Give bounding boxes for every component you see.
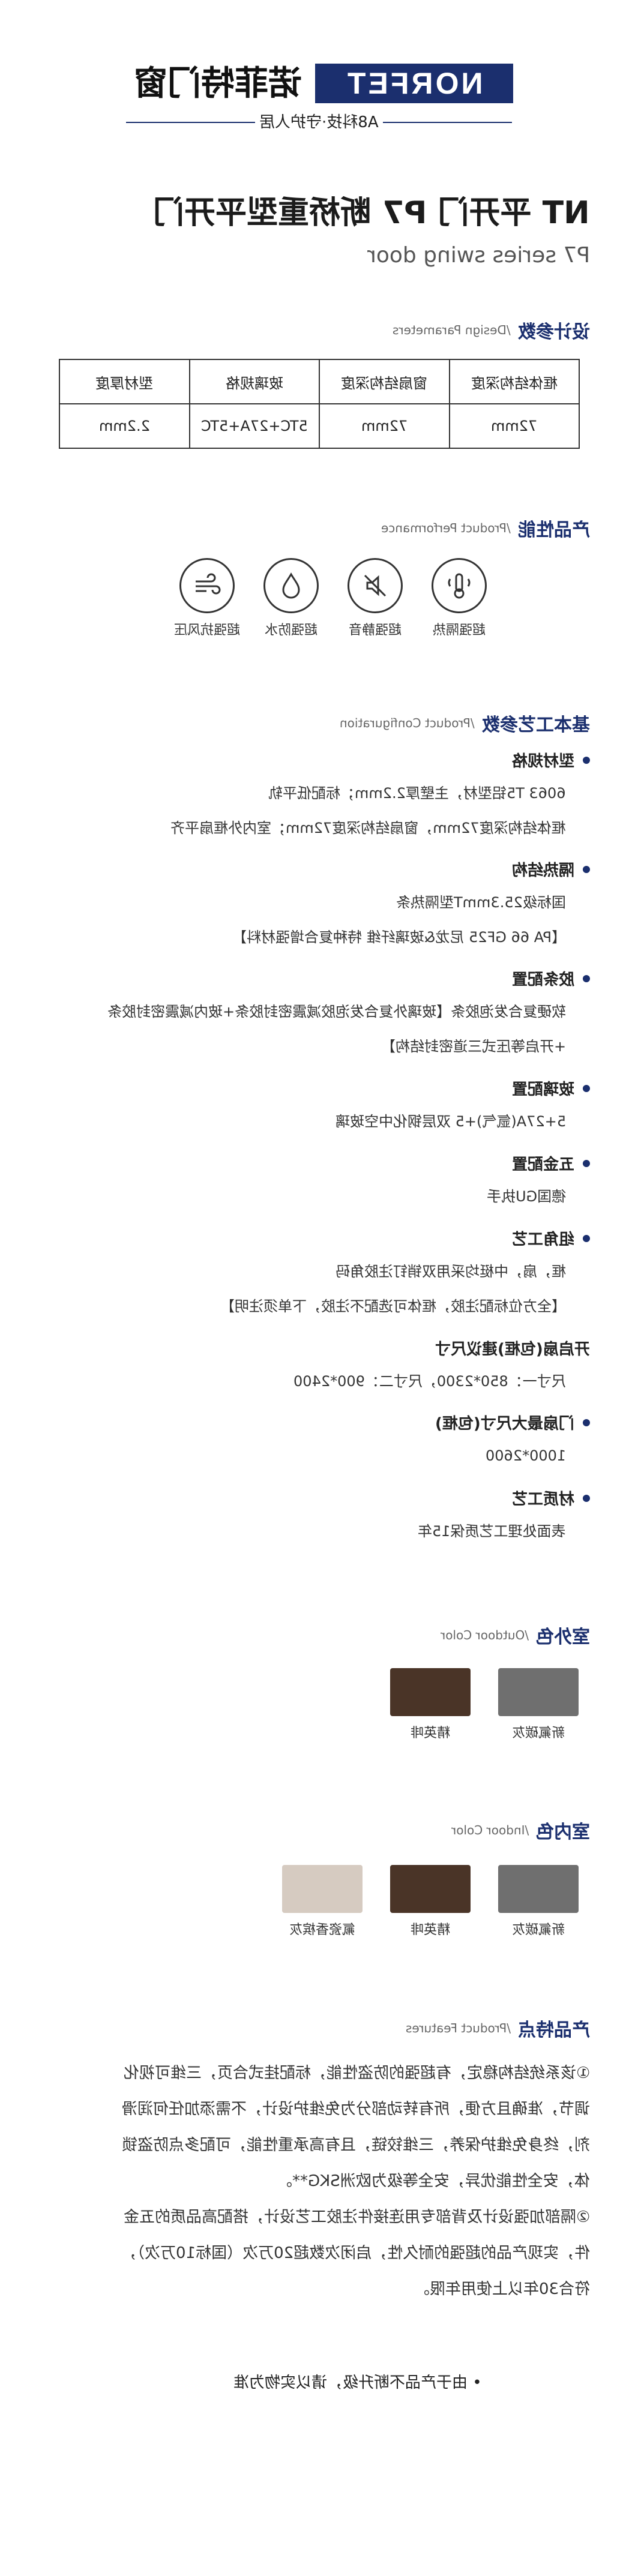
config-section-opening-size: 开启扇(包框)建议尺寸 尺寸一：850*2300，尺寸二：900*2400 [293, 1341, 590, 1390]
color-swatch: 新氟碳灰 [498, 1865, 579, 1939]
thermal-icon [432, 558, 487, 613]
config-section-insulation: 隔热结构 国标级25.3mmT型隔热条 【PA 66 GF25 尼龙&玻璃纤维 … [50, 858, 590, 949]
bullet-icon [583, 865, 590, 873]
water-drop-icon [263, 558, 319, 613]
swatch-chip [498, 1865, 579, 1913]
config-section-material: 材质工艺 表面处理工艺质保15年 [50, 1487, 590, 1543]
table-header-cell: 窗扇结构深度 [319, 359, 450, 404]
performance-icons: 超强隔热 超强静音 超强防水 超强抗风压 [0, 558, 638, 648]
config-section-seal: 胶条配置 软硬复合发泡胶条【玻璃外复合发泡胶减震密封胶条+玻内减震密封胶条 +开… [50, 967, 590, 1058]
performance-item: 超强静音 [333, 558, 417, 640]
swatch-chip [390, 1668, 471, 1716]
config-heading: /Product Configuration 基本工艺参数 [340, 715, 590, 736]
design-heading: /Design Parameters 设计参数 [393, 322, 590, 343]
table-cell: 72mm [319, 403, 450, 449]
indoor-swatches: 新氟碳灰 精英啡 氟瓷香槟灰 [0, 1865, 638, 1961]
bullet-icon [583, 756, 590, 764]
table-cell: 5TC+27A+5TC [188, 403, 320, 449]
config-section-hardware: 五金配置 德国GU执手 [50, 1152, 590, 1208]
swatch-chip [390, 1865, 471, 1913]
table-header-cell: 玻璃规格 [188, 359, 320, 404]
performance-item: 超强隔热 [417, 558, 501, 640]
config-section-max-size: 门扇最大尺寸(包框) 1000*2600 [50, 1411, 590, 1467]
config-section-glass: 玻璃配置 5+27A(氩气)+5 双层钢化中空玻璃 [50, 1077, 590, 1133]
bullet-icon [583, 1494, 590, 1502]
table-cell: 2.2mm [59, 403, 190, 449]
swatch-chip [282, 1865, 363, 1913]
color-swatch: 精英啡 [390, 1668, 471, 1743]
wind-icon [179, 558, 235, 613]
table-row: 2.2mm 5TC+27A+5TC 72mm 72mm [59, 403, 580, 449]
product-title-block: NT 平开门 P7 断桥重型平开门 P7 series swing door [50, 192, 590, 272]
product-subtitle: P7 series swing door [367, 243, 590, 268]
table-header-cell: 型材厚度 [59, 359, 190, 404]
table-cell: 72mm [448, 403, 580, 449]
color-swatch: 氟瓷香槟灰 [282, 1865, 363, 1939]
indoor-color-heading: /Indoor Color 室内色 [451, 1822, 590, 1843]
table-header-cell: 框体结构深度 [448, 359, 580, 404]
brand-header: NORFET 诺菲特门窗 A8科技·守护人居 [0, 58, 638, 142]
bullet-icon [583, 1419, 590, 1426]
swatch-chip [498, 1668, 579, 1716]
brand-name-cn: 诺菲特门窗 [133, 64, 302, 103]
color-swatch: 精英啡 [390, 1865, 471, 1939]
product-title: NT 平开门 P7 断桥重型平开门 [153, 195, 590, 231]
footnote: • 由于产品不断升级，请以实物为准 [233, 2374, 482, 2392]
color-swatch: 新氟碳灰 [498, 1668, 579, 1743]
bullet-icon [583, 974, 590, 982]
header-divider-left [126, 122, 255, 123]
outdoor-color-heading: /Outdoor Color 室外色 [441, 1627, 590, 1648]
config-section-profile: 型材规格 6063 T5铝型材，主壁厚2.2mm；标配低平轨 框体结构深度72m… [50, 749, 590, 839]
features-text: ①该系统结构稳定，有超强的防盗性能，标配挂式合页，三维可视化 调节，准确且方便，… [121, 2064, 590, 2298]
table-header-row: 型材厚度 玻璃规格 窗扇结构深度 框体结构深度 [59, 359, 580, 404]
performance-heading: /Product Performance 产品性能 [381, 520, 590, 541]
performance-item: 超强防水 [249, 558, 333, 640]
brand-slogan: A8科技·守护人居 [259, 113, 379, 131]
header-divider-right [383, 122, 512, 123]
bullet-icon [583, 1084, 590, 1092]
bullet-icon [583, 1234, 590, 1242]
brand-logo: NORFET [315, 64, 513, 103]
bullet-icon [583, 1159, 590, 1167]
design-parameters-table: 型材厚度 玻璃规格 窗扇结构深度 框体结构深度 2.2mm 5TC+27A+5T… [59, 359, 580, 449]
performance-item: 超强抗风压 [165, 558, 249, 640]
config-section-corner: 组角工艺 框，扇，中梃均采用双销钉注胶角码 【全方位标配注胶，框体可选配不注胶，… [50, 1227, 590, 1318]
mute-icon [348, 558, 403, 613]
outdoor-swatches: 新氟碳灰 精英啡 [0, 1668, 638, 1764]
features-heading: /Product Features 产品特点 [405, 2020, 590, 2041]
